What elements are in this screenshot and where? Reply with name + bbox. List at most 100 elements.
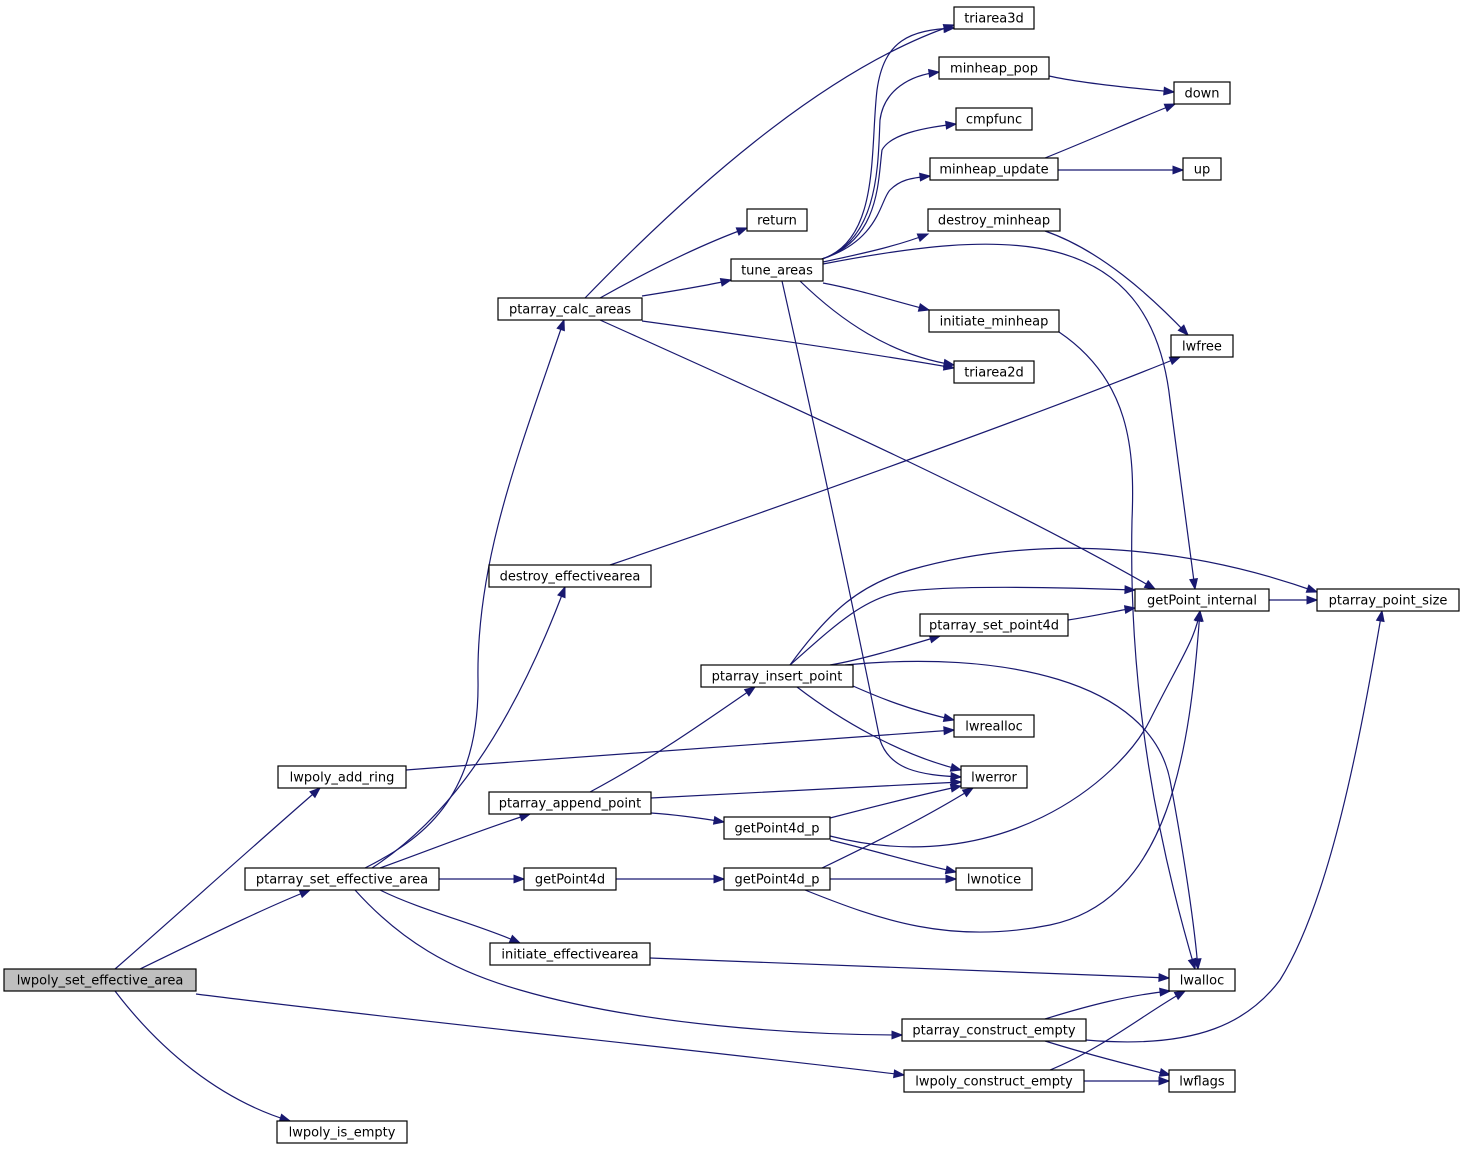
node-label: return: [757, 214, 797, 229]
node-minheap-update[interactable]: minheap_update: [929, 157, 1059, 181]
node-label: tune_areas: [741, 264, 813, 279]
node-minheap-pop[interactable]: minheap_pop: [938, 56, 1050, 80]
node-box: [746, 208, 808, 232]
node-box: [919, 613, 1069, 637]
node-box: [730, 258, 824, 282]
edge-ptarray_set_effective_area-to-ptarray_append_point: [379, 812, 532, 869]
node-ptarray-set-point4d[interactable]: ptarray_set_point4d: [919, 613, 1069, 637]
node-box: [938, 56, 1050, 80]
node-lwpoly-add-ring[interactable]: lwpoly_add_ring: [277, 765, 407, 789]
node-up[interactable]: up: [1182, 157, 1222, 181]
node-getPoint4d[interactable]: getPoint4d: [523, 867, 617, 891]
node-ptarray-calc-areas[interactable]: ptarray_calc_areas: [497, 297, 643, 321]
node-label: triarea3d: [964, 12, 1024, 27]
node-ptarray-construct-empty[interactable]: ptarray_construct_empty: [901, 1018, 1087, 1042]
node-lwpoly-is-empty[interactable]: lwpoly_is_empty: [276, 1120, 408, 1144]
node-lwpoly-construct-empty[interactable]: lwpoly_construct_empty: [903, 1069, 1085, 1093]
node-box: [489, 942, 651, 966]
node-lwerror[interactable]: lwerror: [960, 765, 1028, 789]
edge-ptarray_insert_point-to-getPoint_internal: [789, 585, 1137, 666]
node-label: ptarray_append_point: [499, 797, 642, 812]
node-lwpoly-set-effective-area[interactable]: lwpoly_set_effective_area: [3, 968, 197, 992]
edge-ptarray_set_effective_area-to-initiate_effectivearea: [379, 889, 522, 944]
node-label: lwalloc: [1180, 974, 1225, 989]
edge-lwpoly_set_effective_area-to-lwpoly_add_ring: [114, 787, 322, 970]
node-label: lwpoly_add_ring: [290, 771, 395, 786]
node-box: [723, 816, 831, 840]
node-triarea2d[interactable]: triarea2d: [953, 360, 1035, 384]
edge-minheap_update-to-down: [1044, 103, 1177, 159]
edge-ptarray_calc_areas-to-triarea3d: [584, 24, 956, 299]
edge-tune_areas-to-minheap_pop: [821, 68, 941, 260]
node-box: [276, 1120, 408, 1144]
node-box: [953, 360, 1035, 384]
node-box: [903, 1069, 1085, 1093]
edge-minheap_update-to-up: [1058, 165, 1185, 175]
edge-lwpoly_construct_empty-to-lwflags: [1084, 1076, 1171, 1086]
node-box: [928, 309, 1060, 333]
node-triarea3d[interactable]: triarea3d: [953, 6, 1035, 30]
node-label: ptarray_set_effective_area: [256, 873, 428, 888]
edge-getPoint4d_p_a-to-lwnotice: [829, 839, 958, 875]
node-box: [244, 867, 440, 891]
node-label: lwpoly_is_empty: [289, 1126, 396, 1141]
edge-tune_areas-to-destroy_minheap: [822, 233, 930, 263]
node-ptarray-append-point[interactable]: ptarray_append_point: [488, 791, 652, 815]
node-box: [927, 208, 1061, 232]
node-box: [955, 107, 1033, 131]
edge-ptarray_construct_empty-to-lwflags: [1044, 1040, 1172, 1077]
node-label: ptarray_construct_empty: [912, 1024, 1075, 1039]
node-lwfree[interactable]: lwfree: [1170, 334, 1234, 358]
node-lwflags[interactable]: lwflags: [1168, 1069, 1236, 1093]
node-getPoint4d-p-a[interactable]: getPoint4d_p: [723, 816, 831, 840]
edge-tune_areas-to-initiate_minheap: [822, 282, 931, 312]
node-box: [1134, 588, 1270, 612]
node-label: lwpoly_set_effective_area: [17, 974, 184, 989]
node-getPoint-internal[interactable]: getPoint_internal: [1134, 588, 1270, 612]
node-return[interactable]: return: [746, 208, 808, 232]
node-box: [1170, 334, 1234, 358]
node-label: minheap_update: [939, 163, 1048, 178]
node-label: destroy_effectivearea: [500, 570, 641, 585]
node-destroy-minheap[interactable]: destroy_minheap: [927, 208, 1061, 232]
edge-ptarray_set_effective_area-to-ptarray_construct_empty: [354, 889, 904, 1040]
edge-ptarray_append_point-to-ptarray_insert_point: [589, 686, 757, 793]
edge-tune_areas-to-triarea3d: [821, 24, 956, 260]
node-down[interactable]: down: [1173, 81, 1231, 105]
edge-initiate_effectivearea-to-lwalloc: [649, 957, 1171, 982]
node-label: destroy_minheap: [938, 214, 1050, 229]
node-ptarray-set-effective-area[interactable]: ptarray_set_effective_area: [244, 867, 440, 891]
node-box: [1168, 968, 1236, 992]
node-ptarray-insert-point[interactable]: ptarray_insert_point: [700, 664, 854, 688]
edge-ptarray_insert_point-to-lwrealloc: [852, 685, 956, 723]
node-initiate-effectivearea[interactable]: initiate_effectivearea: [489, 942, 651, 966]
node-label: ptarray_set_point4d: [929, 619, 1059, 634]
edge-getPoint4d_p_b-to-getPoint_internal: [804, 609, 1204, 933]
node-box: [960, 765, 1028, 789]
edge-getPoint_internal-to-ptarray_point_size: [1269, 595, 1319, 605]
node-lwnotice[interactable]: lwnotice: [955, 867, 1033, 891]
node-initiate-minheap[interactable]: initiate_minheap: [928, 309, 1060, 333]
node-ptarray-point-size[interactable]: ptarray_point_size: [1316, 588, 1460, 612]
node-cmpfunc[interactable]: cmpfunc: [955, 107, 1033, 131]
node-lwrealloc[interactable]: lwrealloc: [953, 714, 1035, 738]
node-box: [953, 714, 1035, 738]
edge-ptarray_append_point-to-lwerror: [650, 778, 963, 799]
edge-ptarray_set_effective_area-to-getPoint4d: [439, 874, 526, 884]
edge-ptarray_insert_point-to-lwerror: [796, 686, 963, 772]
edge-getPoint4d_p_a-to-lwerror: [829, 783, 963, 819]
edge-ptarray_calc_areas-to-getPoint_internal: [599, 319, 1157, 590]
node-box: [1173, 81, 1231, 105]
node-destroy-effectivearea[interactable]: destroy_effectivearea: [488, 564, 652, 588]
node-label: initiate_effectivearea: [501, 948, 638, 963]
node-box: [1168, 1069, 1236, 1093]
node-lwalloc[interactable]: lwalloc: [1168, 968, 1236, 992]
node-getPoint4d-p-b[interactable]: getPoint4d_p: [723, 867, 831, 891]
node-box: [1316, 588, 1460, 612]
edge-ptarray_insert_point-to-lwalloc: [844, 660, 1202, 971]
node-tune-areas[interactable]: tune_areas: [730, 258, 824, 282]
node-label: getPoint_internal: [1147, 594, 1257, 609]
edge-lwpoly_add_ring-to-lwrealloc: [405, 726, 956, 771]
node-label: minheap_pop: [950, 62, 1038, 77]
